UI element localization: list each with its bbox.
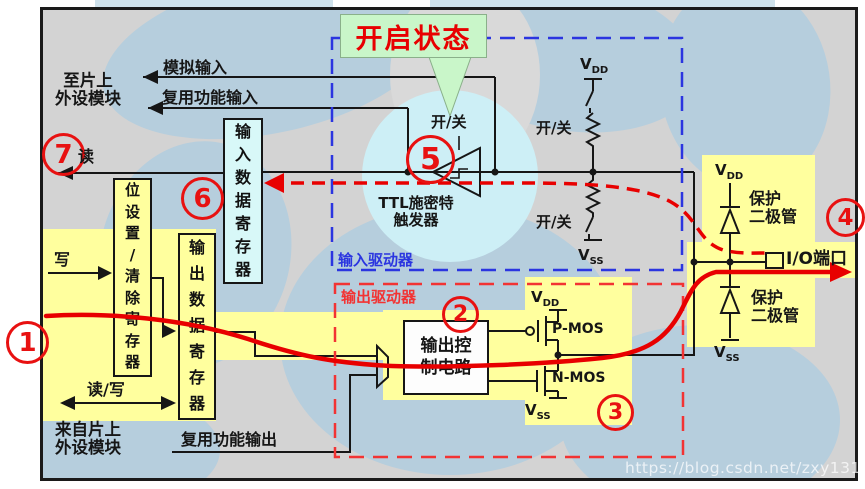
schmitt-enable-switch-label: 开/关 <box>431 113 467 131</box>
input-driver-box <box>330 36 684 272</box>
analog-input-label: 模拟输入 <box>163 58 228 77</box>
pullup-switch-label: 开/关 <box>536 119 572 137</box>
step-4-marker: 4 <box>826 198 865 237</box>
pmos-label: P-MOS <box>552 321 604 337</box>
from-peripheral-label: 来自片上 外设模块 <box>55 420 121 458</box>
vdd-subscript: DD <box>591 65 609 76</box>
output-flow-path <box>43 269 835 369</box>
vss-text: V <box>578 246 590 264</box>
output-driver-label: 输出驱动器 <box>341 288 417 306</box>
state-callout: 开启状态 <box>340 14 487 58</box>
vdd-text: V <box>580 55 592 73</box>
petal-bleed-top <box>95 0 333 8</box>
schmitt-trigger-label: TTL施密特 触发器 <box>378 194 454 229</box>
step-5-marker: 5 <box>406 135 455 184</box>
input-data-register: 输 入 数 据 寄 存 器 <box>223 118 263 284</box>
vss-subscript: SS <box>589 256 604 267</box>
input-flow-arrow <box>264 173 284 193</box>
vdd-subscript: DD <box>542 298 560 309</box>
write-label: 写 <box>54 250 71 269</box>
to-peripheral-label: 至片上 外设模块 <box>55 71 121 109</box>
mos-vdd-label: VDD <box>531 288 559 309</box>
step-6-marker: 6 <box>181 177 224 220</box>
io-port-label: I/O端口 <box>786 249 847 269</box>
input-driver-label: 输入驱动器 <box>338 251 414 269</box>
petal-bleed-top <box>430 0 775 8</box>
output-flow-arrow <box>830 262 852 282</box>
step-2-marker: 2 <box>442 296 479 333</box>
input-flow-path <box>270 181 767 255</box>
vdd-text: V <box>531 288 543 306</box>
callout-tail <box>428 56 472 118</box>
output-driver-box <box>333 282 685 459</box>
protection-diode-bottom-label: 保护 二极管 <box>751 288 800 325</box>
mos-vss-label: VSS <box>525 401 551 422</box>
vss-subscript: SS <box>725 353 740 364</box>
watermark-url: https://blog.csdn.net/zxy131072 <box>625 459 865 477</box>
read-write-label: 读/写 <box>87 380 125 399</box>
output-control-circuit: 输出控 制电路 <box>403 320 489 395</box>
af-output-label: 复用功能输出 <box>181 430 278 449</box>
nmos-label: N-MOS <box>552 370 606 386</box>
vss-text: V <box>714 343 726 361</box>
af-input-label: 复用功能输入 <box>162 88 259 107</box>
protection-diode-top-label: 保护 二极管 <box>749 189 798 226</box>
pulldown-vss-label: VSS <box>578 246 604 267</box>
step-1-marker: 1 <box>6 321 49 364</box>
vdd-subscript: DD <box>726 171 744 182</box>
read-label: 读 <box>78 147 95 166</box>
bit-set-clear-register: 位 设 置 / 清 除 寄 存 器 <box>113 178 152 377</box>
diode-vss-label: VSS <box>714 343 740 364</box>
diode-vdd-label: VDD <box>715 161 743 182</box>
vdd-text: V <box>715 161 727 179</box>
step-3-marker: 3 <box>597 394 634 431</box>
schmitt-highlight-circle <box>362 90 538 262</box>
vss-subscript: SS <box>536 411 551 422</box>
vss-text: V <box>525 401 537 419</box>
highlight-region-diode-bottom <box>687 270 815 347</box>
pullup-vdd-label: VDD <box>580 55 608 76</box>
pulldown-switch-label: 开/关 <box>536 213 572 231</box>
step-7-marker: 7 <box>42 133 85 176</box>
